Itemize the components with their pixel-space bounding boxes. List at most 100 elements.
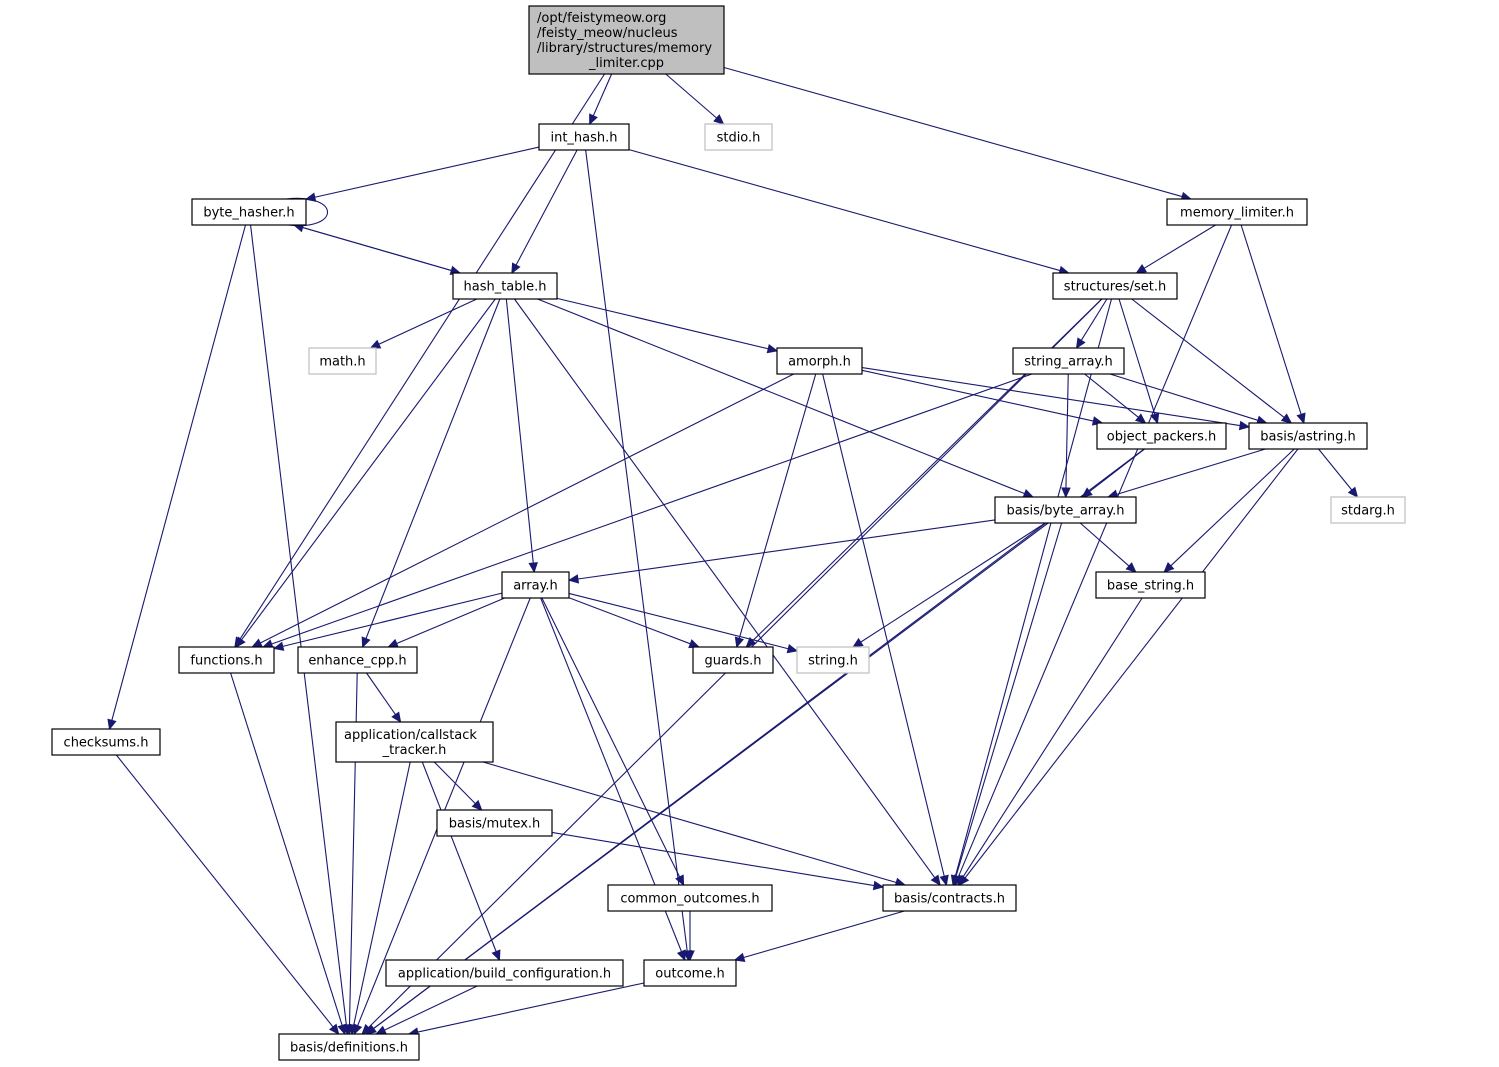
node-label: base_string.h: [1107, 579, 1194, 594]
node-box: [335, 721, 494, 763]
node-functions[interactable]: functions.h: [178, 646, 275, 674]
arrowhead: [766, 344, 779, 354]
edge-hash_table-to-byte_array: [537, 298, 1025, 495]
node-box: [528, 5, 725, 75]
node-box: [1052, 272, 1178, 300]
edge-int_hash-to-outcome: [585, 149, 688, 952]
edge-set-to-guards: [752, 298, 1103, 642]
node-box: [501, 571, 570, 599]
node-label: string_array.h: [1024, 355, 1112, 370]
node-box: [882, 884, 1017, 912]
node-label: math.h: [319, 355, 365, 370]
node-byte-array[interactable]: basis/byte_array.h: [994, 496, 1137, 524]
node-outcome[interactable]: outcome.h: [643, 959, 737, 987]
edge-amorph-to-contracts: [822, 373, 945, 877]
edge-byte_array-to-string: [860, 522, 1046, 643]
arrowhead: [251, 638, 263, 648]
arrowhead: [939, 874, 949, 887]
node-label: object_packers.h: [1107, 430, 1216, 445]
edge-byte_array-to-contracts: [955, 522, 1063, 877]
edge-mutex-to-contracts: [551, 831, 875, 887]
node-label: int_hash.h: [550, 131, 617, 146]
edge-functions-to-definitions: [230, 672, 343, 1026]
arrowhead: [951, 874, 961, 887]
node-mutex[interactable]: basis/mutex.h: [436, 809, 553, 837]
node-checksums[interactable]: checksums.h: [51, 728, 161, 756]
node-set[interactable]: structures/set.h: [1052, 272, 1178, 300]
node-label: enhance_cpp.h: [308, 654, 406, 669]
edge-byte_hasher-to-definitions: [250, 224, 347, 1026]
node-box: [1330, 496, 1406, 524]
arrowhead: [349, 1023, 359, 1036]
edge-hash_table-to-math: [378, 298, 478, 345]
node-callstack[interactable]: application/callstack_tracker.h: [335, 721, 494, 763]
node-common-outcomes[interactable]: common_outcomes.h: [607, 884, 773, 912]
node-label: amorph.h: [788, 355, 851, 370]
edge-array-to-functions: [282, 592, 503, 647]
node-astring[interactable]: basis/astring.h: [1248, 422, 1368, 450]
edge-set-to-string_array: [1080, 298, 1108, 341]
edge-int_hash-to-byte_hasher: [314, 146, 540, 198]
edge-set-to-object_packers: [1118, 298, 1156, 415]
node-box: [51, 728, 161, 756]
node-amorph[interactable]: amorph.h: [776, 347, 863, 375]
node-box: [297, 646, 418, 674]
edge-amorph-to-functions: [260, 373, 794, 644]
edge-enhance_cpp-to-callstack: [366, 672, 396, 715]
edge-build_config-to-definitions: [384, 985, 478, 1031]
node-contracts[interactable]: basis/contracts.h: [882, 884, 1017, 912]
edge-callstack-to-contracts: [482, 761, 897, 884]
node-hash-table[interactable]: hash_table.h: [452, 272, 558, 300]
edge-amorph-to-astring: [861, 366, 1241, 427]
edge-base_string-to-contracts: [962, 597, 1143, 878]
arrowhead: [1238, 420, 1251, 431]
node-stdio[interactable]: stdio.h: [704, 123, 773, 151]
node-guards[interactable]: guards.h: [692, 646, 774, 674]
node-definitions[interactable]: basis/definitions.h: [278, 1033, 420, 1061]
arrowhead: [745, 636, 757, 648]
node-memory-limiter[interactable]: memory_limiter.h: [1166, 198, 1308, 226]
node-box: [385, 959, 624, 987]
node-box: [1248, 422, 1368, 450]
node-object-packers[interactable]: object_packers.h: [1096, 422, 1227, 450]
arrowhead: [528, 562, 538, 574]
arrowhead: [676, 949, 686, 962]
edge-array-to-string: [568, 592, 789, 650]
node-string-array[interactable]: string_array.h: [1012, 347, 1125, 375]
node-box: [538, 123, 630, 151]
arrowhead: [734, 636, 744, 649]
node-box: [704, 123, 773, 151]
node-label: basis/byte_array.h: [1007, 504, 1125, 519]
node-box: [1096, 422, 1227, 450]
node-box: [178, 646, 275, 674]
node-base-string[interactable]: base_string.h: [1095, 571, 1206, 599]
node-enhance-cpp[interactable]: enhance_cpp.h: [297, 646, 418, 674]
node-int-hash[interactable]: int_hash.h: [538, 123, 630, 151]
arrowhead: [369, 339, 382, 349]
node-box: [1095, 571, 1206, 599]
node-array[interactable]: array.h: [501, 571, 570, 599]
arrowhead: [235, 636, 246, 648]
node-label: basis/definitions.h: [290, 1041, 408, 1056]
node-math[interactable]: math.h: [308, 347, 377, 375]
arrowhead: [852, 637, 864, 648]
arrowhead: [1125, 562, 1137, 573]
node-byte-hasher[interactable]: byte_hasher.h: [191, 198, 307, 226]
node-root[interactable]: /opt/feistymeow.org/feisty_meow/nucleus/…: [528, 5, 725, 75]
arrowhead: [471, 799, 483, 811]
node-label: checksums.h: [64, 736, 149, 751]
arrowhead: [1075, 337, 1086, 350]
arrowhead: [957, 874, 967, 887]
edge-array-to-enhance_cpp: [396, 597, 505, 645]
node-build-config[interactable]: application/build_configuration.h: [385, 959, 624, 987]
arrowhead: [391, 711, 402, 724]
node-stdarg[interactable]: stdarg.h: [1330, 496, 1406, 524]
arrowhead: [567, 574, 580, 584]
node-string[interactable]: string.h: [796, 646, 870, 674]
arrowhead: [491, 949, 501, 962]
node-label: basis/mutex.h: [449, 817, 541, 832]
edge-enhance_cpp-to-definitions: [348, 672, 358, 1026]
node-box: [1166, 198, 1308, 226]
edge-set-to-contracts: [954, 298, 1113, 877]
